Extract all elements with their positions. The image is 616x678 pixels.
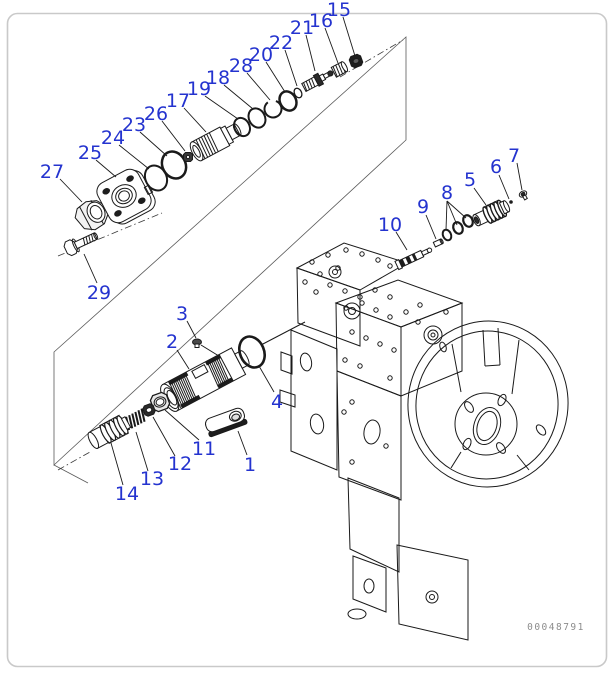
part-7-screw xyxy=(518,190,528,201)
callout-29-leader xyxy=(83,253,98,284)
callout-24-leader xyxy=(118,144,150,170)
callout-26-label: 26 xyxy=(144,103,168,125)
callout-5-leader xyxy=(473,187,487,206)
bolt-heads xyxy=(302,247,449,465)
part-11-gland-nut xyxy=(149,391,171,413)
part-17-valve-body xyxy=(189,123,242,162)
part-21-valve xyxy=(301,70,334,93)
callout-27-leader xyxy=(59,178,83,203)
callout-20-leader xyxy=(265,61,286,93)
callout-22-label: 22 xyxy=(269,32,293,54)
callout-21-label: 21 xyxy=(290,17,314,39)
callout-24-label: 24 xyxy=(101,127,125,149)
callout-15-leader xyxy=(342,16,356,57)
part-3-screw xyxy=(192,338,202,348)
callout-22-leader xyxy=(284,49,298,87)
part-6-pin xyxy=(509,200,513,204)
callout-16-label: 16 xyxy=(309,10,333,32)
callout-23-leader xyxy=(139,131,168,157)
callout-19-leader xyxy=(204,95,239,120)
part-27-nut xyxy=(74,200,109,231)
part-18-oring xyxy=(247,107,267,129)
callout-18-label: 18 xyxy=(206,67,230,89)
callout-14-leader xyxy=(110,442,124,486)
callout-9-leader xyxy=(425,214,437,240)
callout-12-label: 12 xyxy=(168,453,192,475)
part-25-flange xyxy=(96,168,156,225)
part-8-orings xyxy=(441,214,474,242)
part-9-pin xyxy=(432,238,444,248)
part-5-valve-cartridge xyxy=(472,199,511,227)
callout-4-label: 4 xyxy=(271,391,283,413)
callout-7-leader xyxy=(516,162,523,191)
callout-11-leader xyxy=(164,409,200,441)
callout-10-leader xyxy=(395,231,408,251)
callout-1-label: 1 xyxy=(244,454,256,476)
callout-19-label: 19 xyxy=(187,78,211,100)
callout-16-leader xyxy=(324,27,339,64)
pump-body xyxy=(200,242,569,641)
part-4-oring xyxy=(238,335,266,369)
part-14-plug xyxy=(87,414,132,450)
callout-8-label: 8 xyxy=(441,182,453,204)
callout-28-leader xyxy=(246,72,271,101)
callout-8-leader xyxy=(446,200,458,226)
callout-13-leader xyxy=(135,431,149,472)
callout-26-leader xyxy=(161,120,186,152)
callout-21-leader xyxy=(305,34,316,72)
callout-2-leader xyxy=(176,349,190,370)
callout-28-label: 28 xyxy=(229,55,253,77)
part-15-nut xyxy=(348,53,364,69)
callout-8-leader xyxy=(446,200,467,219)
callout-25-leader xyxy=(95,159,117,178)
callout-27-label: 27 xyxy=(40,161,64,183)
callout-9-label: 9 xyxy=(417,196,429,218)
callout-8-leader xyxy=(445,200,448,231)
callout-5-label: 5 xyxy=(464,169,476,191)
callout-2-label: 2 xyxy=(166,331,178,353)
part-20-oring xyxy=(278,90,298,112)
callout-14-label: 14 xyxy=(115,483,139,505)
callout-4-leader xyxy=(258,365,275,393)
callout-13-label: 13 xyxy=(140,468,164,490)
callout-23-label: 23 xyxy=(122,114,146,136)
page-frame xyxy=(6,12,608,668)
callout-12-leader xyxy=(152,416,176,457)
part-22-ring xyxy=(293,87,303,99)
callout-18-leader xyxy=(223,84,254,110)
callout-15-label: 15 xyxy=(327,0,351,21)
callout-17-leader xyxy=(183,107,207,133)
callout-25-label: 25 xyxy=(78,142,102,164)
callout-29-label: 29 xyxy=(87,282,111,304)
callout-7-label: 7 xyxy=(508,145,520,167)
callout-6-label: 6 xyxy=(490,156,502,178)
part-1-lever-plate xyxy=(205,407,248,438)
callout-3-leader xyxy=(186,320,197,339)
callout-1-leader xyxy=(237,430,248,456)
callout-17-label: 17 xyxy=(166,90,190,112)
callout-3-label: 3 xyxy=(176,303,188,325)
part-26-nut xyxy=(183,152,193,162)
part-16-plug xyxy=(330,61,349,78)
callout-11-label: 11 xyxy=(192,438,216,460)
part-12-nut xyxy=(142,403,156,417)
part-10-shaft xyxy=(394,247,433,271)
callout-6-leader xyxy=(498,174,510,200)
callout-20-label: 20 xyxy=(249,44,273,66)
drawing-number: 00048791 xyxy=(527,622,585,633)
callout-10-label: 10 xyxy=(378,214,402,236)
part-29-bolt xyxy=(63,232,99,257)
